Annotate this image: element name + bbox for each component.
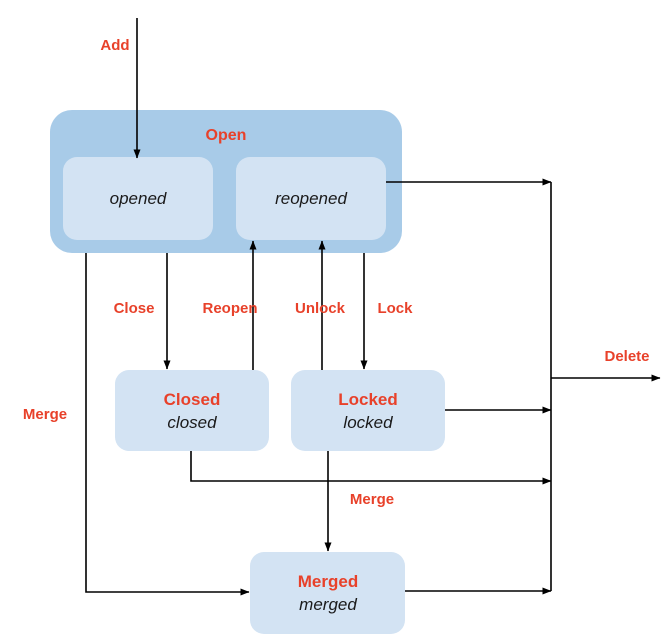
edge-label-add: Add [100,37,129,54]
state-merged-title: Merged [298,572,358,591]
state-locked-subtitle: locked [343,413,393,432]
edge-label-lock: Lock [377,300,413,317]
edge-label-close: Close [114,300,155,317]
edge-label-unlock: Unlock [295,300,346,317]
state-merged-box[interactable] [250,552,405,634]
edge-label-merge-left: Merge [23,406,67,423]
edge-label-delete: Delete [604,348,649,365]
edge-label-merge-mid: Merge [350,491,394,508]
edge-closed-to-delete [190,451,552,485]
state-merged-subtitle: merged [299,595,357,614]
edge-merge-left-arrow [85,253,250,596]
state-opened-label: opened [110,189,167,208]
state-locked-box[interactable] [291,370,445,451]
state-reopened-label: reopened [275,189,347,208]
edge-label-reopen: Reopen [202,300,257,317]
state-opened-box[interactable] [63,157,213,240]
state-closed-title: Closed [164,390,221,409]
state-locked-title: Locked [338,390,398,409]
state-closed-box[interactable] [115,370,269,451]
group-open-label: Open [206,127,247,144]
state-closed-subtitle: closed [167,413,217,432]
state-reopened-box[interactable] [236,157,386,240]
